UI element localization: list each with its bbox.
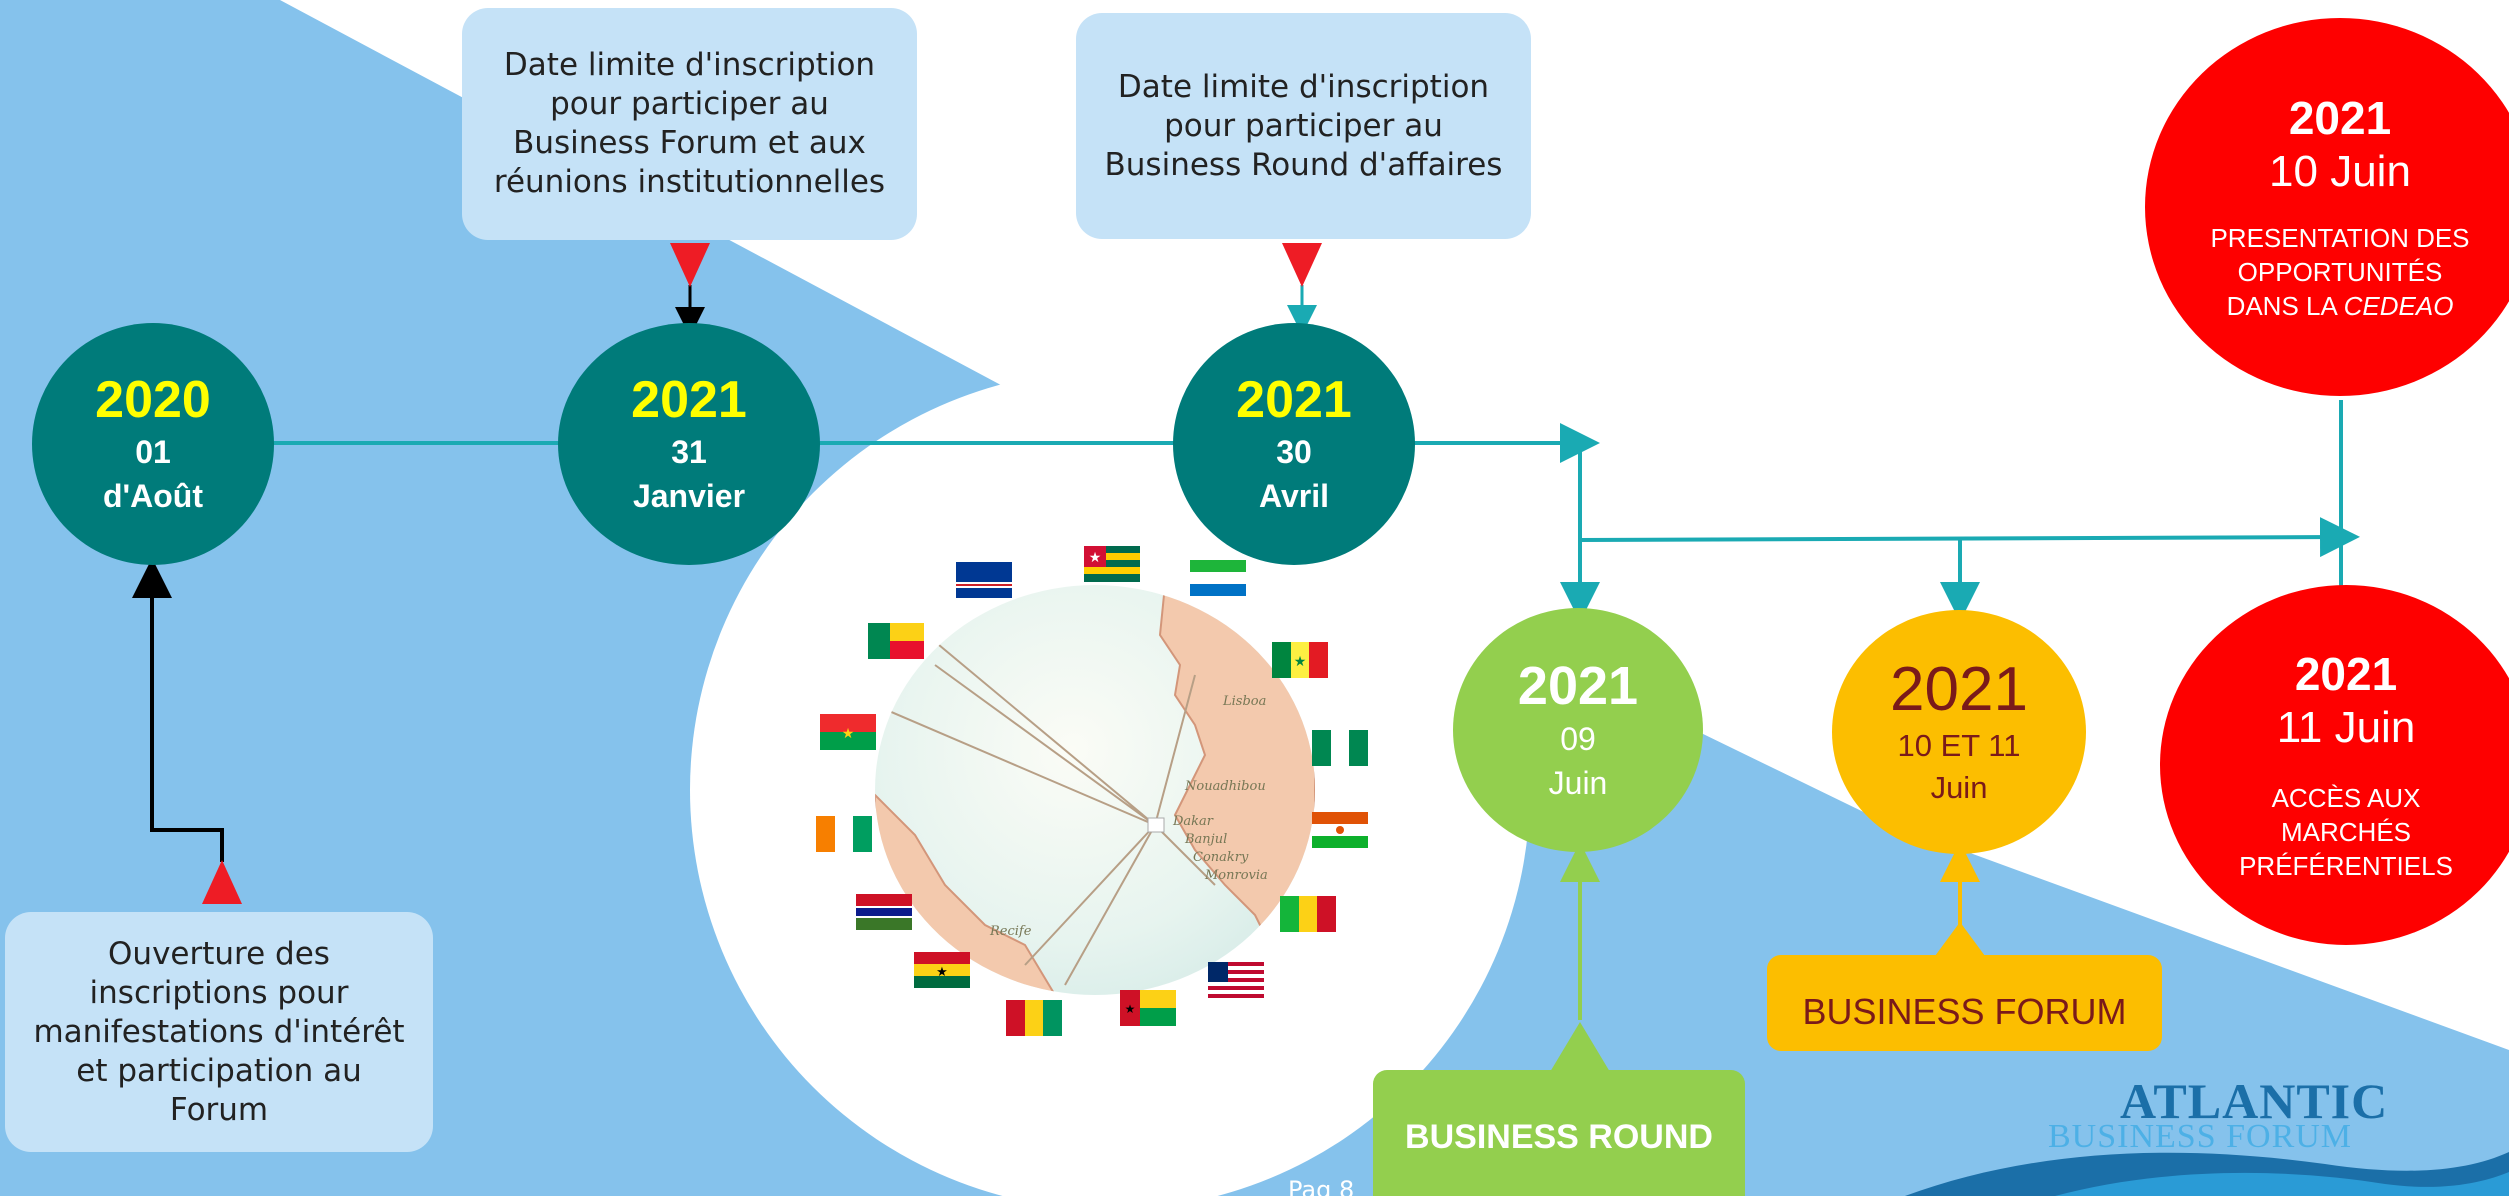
business-forum-label: BUSINESS FORUM	[1767, 955, 2162, 1051]
milestone-description-line: PRÉFÉRENTIELS	[2239, 851, 2453, 881]
milestone-month: d'Août	[102, 478, 203, 514]
page-number: Pag 8	[1288, 1176, 1355, 1196]
cape-verde-flag-icon	[956, 562, 1012, 598]
svg-text:★: ★	[1294, 653, 1307, 669]
niger-flag-icon	[1312, 812, 1368, 848]
milestone-date: 10 Juin	[2269, 147, 2411, 196]
milestone-day: 01	[135, 434, 171, 470]
svg-text:★: ★	[1089, 549, 1102, 565]
milestone-2021-june-10: 2021 10 Juin PRESENTATION DES OPPORTUNIT…	[2145, 18, 2509, 396]
milestone-description-line: MARCHÉS	[2280, 817, 2411, 847]
milestone-month: Avril	[1259, 478, 1329, 514]
milestone-year: 2021	[1236, 371, 1352, 429]
milestone-day: 31	[671, 434, 707, 470]
milestone-year: 2021	[631, 371, 747, 429]
map-label-banjul: Banjul	[1184, 832, 1227, 847]
mali-flag-icon	[1280, 896, 1336, 932]
milestone-2021-april: 2021 30 Avril	[1173, 323, 1415, 565]
milestone-2021-june-10-11: 2021 10 ET 11 Juin	[1832, 610, 2086, 854]
milestone-description-line: PRESENTATION DES	[2210, 223, 2470, 253]
red-triangle-marker-icon	[670, 243, 710, 287]
logo-title: ATLANTIC	[2120, 1073, 2389, 1129]
business-forum-label-text: BUSINESS FORUM	[1802, 991, 2127, 1032]
milestone-2021-june-9: 2021 09 Juin	[1453, 608, 1703, 852]
senegal-flag-icon: ★	[1272, 642, 1328, 678]
guinea-flag-icon	[1006, 1000, 1062, 1036]
milestone-year: 2021	[1890, 655, 2028, 724]
milestone-description-line: OPPORTUNITÉS	[2237, 257, 2443, 287]
map-label-dakar: Dakar	[1172, 814, 1214, 829]
business-round-label: BUSINESS ROUND	[1373, 1070, 1745, 1196]
milestone-month: Juin	[1548, 765, 1608, 801]
milestone-year: 2021	[2294, 648, 2398, 700]
milestone-day: 09	[1560, 721, 1596, 757]
map-label-lisboa: Lisboa	[1222, 694, 1266, 709]
atlantic-business-forum-logo: ATLANTIC BUSINESS FORUM	[1905, 1072, 2509, 1196]
milestone-day: 10 ET 11	[1897, 728, 2021, 763]
burkina-faso-flag-icon: ★	[820, 714, 876, 750]
milestone-2020-august: 2020 01 d'Août	[32, 323, 274, 565]
gambia-flag-icon	[856, 894, 912, 930]
milestone-year: 2021	[2288, 92, 2392, 144]
red-triangle-marker-icon	[202, 860, 242, 904]
business-round-pointer	[1550, 1022, 1610, 1072]
map-label-conakry: Conakry	[1193, 850, 1249, 865]
nigeria-flag-icon	[1312, 730, 1368, 766]
callout-forum-deadline: Date limite d'inscription pour participe…	[462, 8, 917, 240]
map-drawing: Lisboa Nouadhibou Dakar Banjul Conakry M…	[875, 585, 1315, 995]
description-prefix: DANS LA	[2226, 291, 2344, 321]
guinea-bissau-flag-icon: ★	[1120, 990, 1176, 1026]
milestone-year: 2020	[95, 371, 211, 429]
west-africa-map: Lisboa Nouadhibou Dakar Banjul Conakry M…	[875, 585, 1315, 995]
milestone-description-line: DANS LA CEDEAO	[2227, 289, 2454, 323]
description-emphasis: CEDEAO	[2343, 291, 2454, 321]
business-round-label-text: BUSINESS ROUND	[1405, 1117, 1713, 1156]
svg-text:★: ★	[936, 964, 948, 979]
ivory-coast-flag-icon	[816, 816, 872, 852]
milestone-description-line: ACCÈS AUX	[2271, 783, 2421, 813]
map-label-recife: Recife	[989, 924, 1032, 939]
milestone-day: 30	[1276, 434, 1312, 470]
svg-text:★: ★	[1125, 1002, 1136, 1016]
callout-registration-open: Ouverture des inscriptions pour manifest…	[5, 912, 433, 1152]
ghana-flag-icon: ★	[914, 952, 970, 988]
milestone-date: 11 Juin	[2276, 703, 2416, 752]
liberia-flag-icon	[1208, 962, 1264, 998]
milestone-year: 2021	[1517, 656, 1639, 716]
sierra-leone-flag-icon	[1190, 560, 1246, 596]
logo-subtitle: BUSINESS FORUM	[2048, 1118, 2353, 1155]
logo-wave-icon	[1905, 1152, 2509, 1196]
togo-flag-icon: ★	[1084, 546, 1140, 582]
business-forum-pointer	[1935, 922, 1985, 956]
callout-round-deadline: Date limite d'inscription pour participe…	[1076, 13, 1531, 239]
milestone-month: Juin	[1930, 770, 1988, 805]
milestone-month: Janvier	[632, 478, 746, 514]
map-label-nouadhibou: Nouadhibou	[1184, 779, 1266, 794]
milestone-2021-june-11: 2021 11 Juin ACCÈS AUX MARCHÉS PRÉFÉRENT…	[2160, 585, 2509, 945]
milestone-2021-january: 2021 31 Janvier	[558, 323, 820, 565]
svg-text:★: ★	[842, 725, 855, 741]
red-triangle-marker-icon	[1282, 243, 1322, 287]
benin-flag-icon	[868, 623, 924, 659]
map-label-monrovia: Monrovia	[1204, 868, 1268, 883]
